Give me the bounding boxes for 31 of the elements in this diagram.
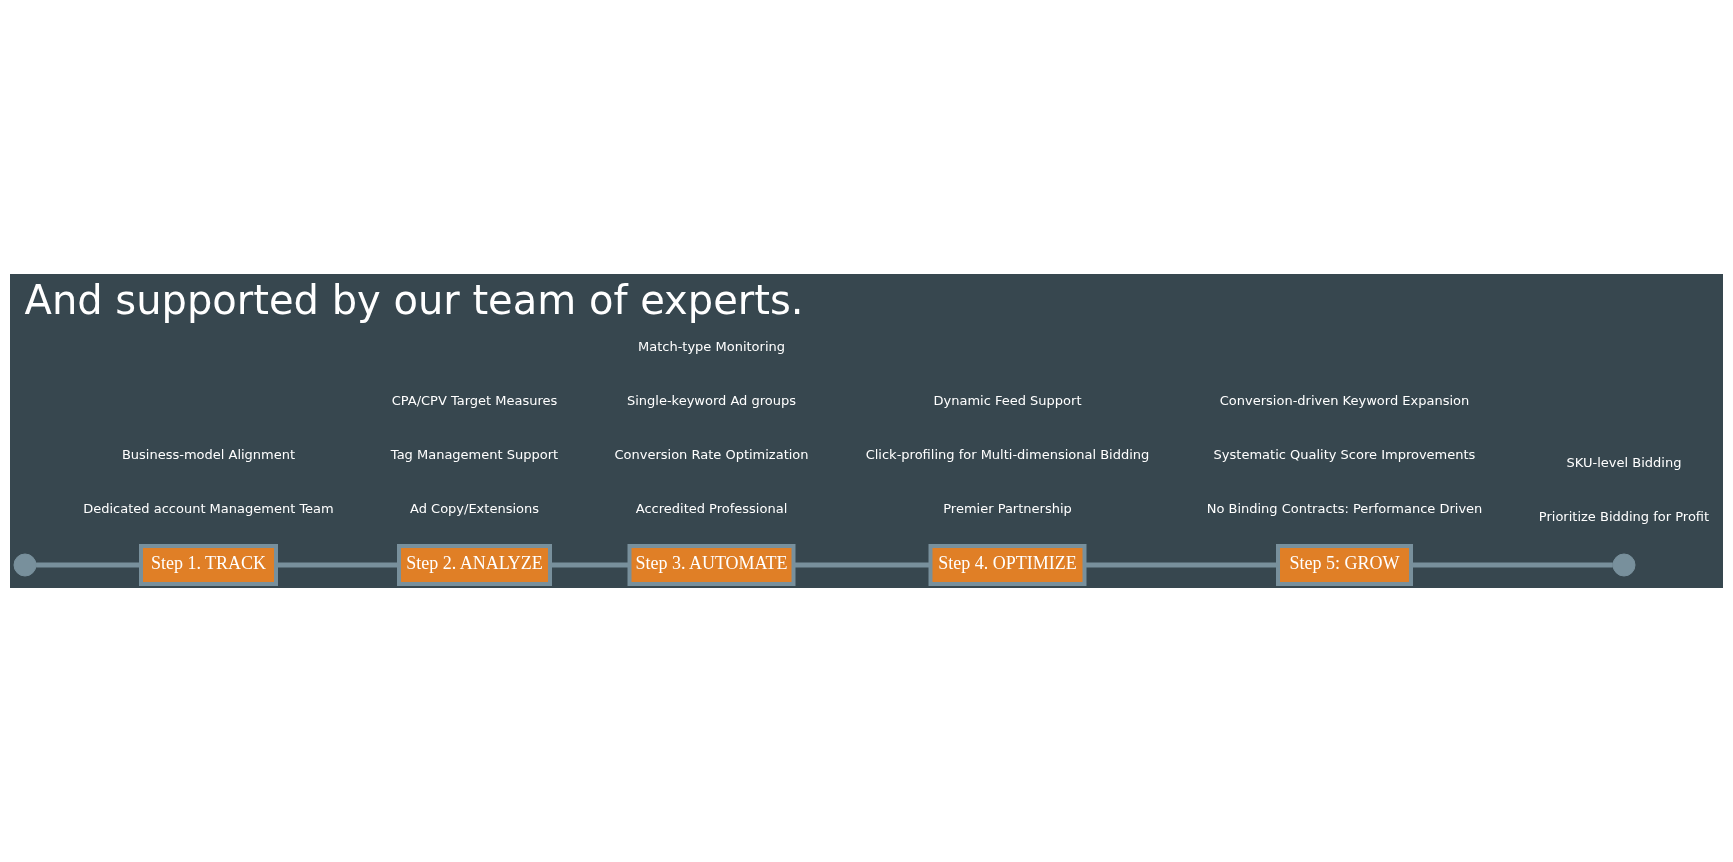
connector xyxy=(550,562,630,568)
label: Business-model Alignment xyxy=(121,447,296,463)
label: Prioritize Bidding for Profit xyxy=(1538,509,1710,525)
node-box: Step 4. OPTIMIZE xyxy=(928,544,1087,586)
label: Click-profiling for Multi-dimensional Bidding xyxy=(865,447,1150,463)
label: No Binding Contracts: Performance Driven xyxy=(1206,501,1483,517)
label: Conversion-driven Keyword Expansion xyxy=(1219,393,1470,409)
label: Accredited Professional xyxy=(635,501,788,517)
connector xyxy=(793,562,931,568)
label: Dynamic Feed Support xyxy=(933,393,1082,409)
label: Dedicated account Management Team xyxy=(83,501,334,517)
label: SKU-level Bidding xyxy=(1566,455,1682,471)
label: Conversion Rate Optimization xyxy=(614,447,809,463)
label: Systematic Quality Score Improvements xyxy=(1213,447,1476,463)
connector xyxy=(276,562,399,568)
node-box: Step 1. TRACK xyxy=(139,544,278,586)
label: Match-type Monitoring xyxy=(637,339,786,355)
node-box: Step 5: GROW xyxy=(1276,544,1413,586)
node-box: Step 2. ANALYZE xyxy=(397,544,552,586)
node-circle xyxy=(13,553,37,577)
label: Ad Copy/Extensions xyxy=(410,501,539,517)
label: Single-keyword Ad groups xyxy=(626,393,797,409)
diagram-title: And supported by our team of experts. xyxy=(24,277,804,323)
label: CPA/CPV Target Measures xyxy=(391,393,558,409)
connector xyxy=(1084,562,1278,568)
connector xyxy=(1411,562,1613,568)
node-circle xyxy=(1612,553,1636,577)
label: Tag Management Support xyxy=(390,447,559,463)
connector xyxy=(36,562,141,568)
node-box: Step 3. AUTOMATE xyxy=(627,544,796,586)
label: Premier Partnership xyxy=(943,501,1072,517)
